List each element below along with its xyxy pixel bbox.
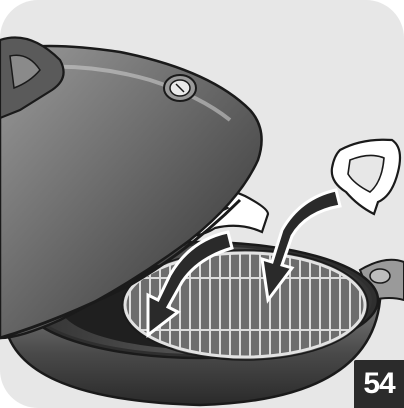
step-number-badge: 54 <box>354 360 404 408</box>
lid-thermometer-icon <box>164 75 196 101</box>
